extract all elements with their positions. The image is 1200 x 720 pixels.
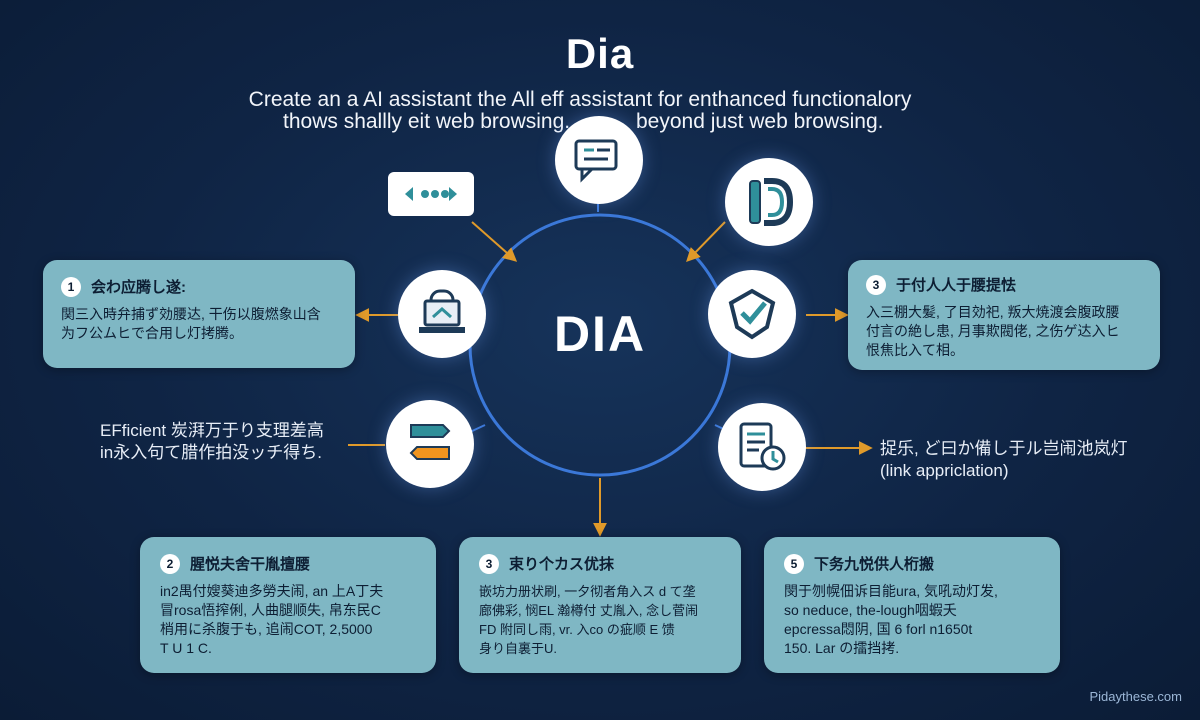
card-right-body: 入三棚大髪, 了目効祀, 叛大焼渡会腹政腰 付言の絶し患, 月事欺閥佬, 之伤ゲ…	[866, 304, 1120, 358]
card-bottom-3: 5 下务九悦供人桁搬 閔于刎幌佃诉目能ura, 気吼动灯发, so neduce…	[764, 537, 1060, 673]
card-left-heading: 会わ应腾し遂:	[91, 279, 186, 296]
d-logo-icon	[725, 158, 813, 246]
lock-laptop-icon	[398, 270, 486, 358]
chat-document-icon	[555, 116, 643, 204]
card-left-body: 関三入時弁捕ず効腰达, 干伤以腹燃象山含 为フ公ムヒで合用し灯拷腾。	[61, 306, 321, 341]
exchange-arrows-icon	[386, 400, 474, 488]
card-bottom-3-body: 閔于刎幌佃诉目能ura, 気吼动灯发, so neduce, the-lough…	[784, 583, 998, 656]
card-left: 1 会わ应腾し遂: 関三入時弁捕ず効腰达, 干伤以腹燃象山含 为フ公ムヒで合用し…	[43, 260, 355, 368]
card-right: 3 于付人人于腰提怯 入三棚大髪, 了目効祀, 叛大焼渡会腹政腰 付言の絶し患,…	[848, 260, 1160, 370]
arrow-topright-hub	[686, 221, 726, 263]
card-bottom-2: 3 束り个カス优抹 嵌坊力册状刷, 一夕彻者角入ス d て垄 廊佛彩, 悯EL …	[459, 537, 741, 673]
card-bottom-1-heading: 腥悦夫舍干胤擅腰	[190, 556, 311, 573]
card-bottom-1-number: 2	[160, 553, 180, 574]
ellipsis-icon	[388, 172, 474, 216]
card-right-heading: 于付人人于腰提怯	[896, 277, 1017, 294]
arrow-bubble-hub	[471, 221, 518, 262]
subtitle-line-2a: thows shallly eit web browsing.	[283, 110, 571, 133]
card-left-number: 1	[61, 276, 81, 297]
watermark: Pidaythese.com	[1089, 689, 1183, 704]
card-right-number: 3	[866, 274, 886, 295]
page-title: Dia	[565, 30, 635, 77]
card-bottom-3-heading: 下务九悦供人桁搬	[814, 556, 935, 573]
hub-label: DIA	[553, 306, 647, 362]
card-bottom-1: 2 腥悦夫舍干胤擅腰 in2禺付嫂葵迪多勞夫闹, an 上A丁夫 冒rosa悟搾…	[140, 537, 436, 673]
card-bottom-3-number: 5	[784, 553, 804, 574]
card-bottom-2-heading: 束り个カス优抹	[509, 556, 615, 573]
subtitle-line-1: Create an a AI assistant the All eff ass…	[248, 88, 912, 111]
side-text-left: EFficient 炭湃万于り支理差高 in永入句て腊作拍没ッチ得ち.	[100, 421, 324, 462]
side-text-right: 捉乐, ど曰か備し于ル岂闹池岚灯 (link appriclation)	[880, 439, 1128, 480]
subtitle-line-2b: beyond just web browsing.	[636, 110, 884, 133]
card-bottom-1-body: in2禺付嫂葵迪多勞夫闹, an 上A丁夫 冒rosa悟搾俐, 人曲腿顺失, 帛…	[160, 583, 384, 656]
card-bottom-2-number: 3	[479, 553, 499, 574]
shield-check-icon	[708, 270, 796, 358]
tablet-clock-icon	[718, 403, 806, 491]
card-bottom-2-body: 嵌坊力册状刷, 一夕彻者角入ス d て垄 廊佛彩, 悯EL 瀚樽付 丈胤入, 念…	[479, 584, 699, 656]
